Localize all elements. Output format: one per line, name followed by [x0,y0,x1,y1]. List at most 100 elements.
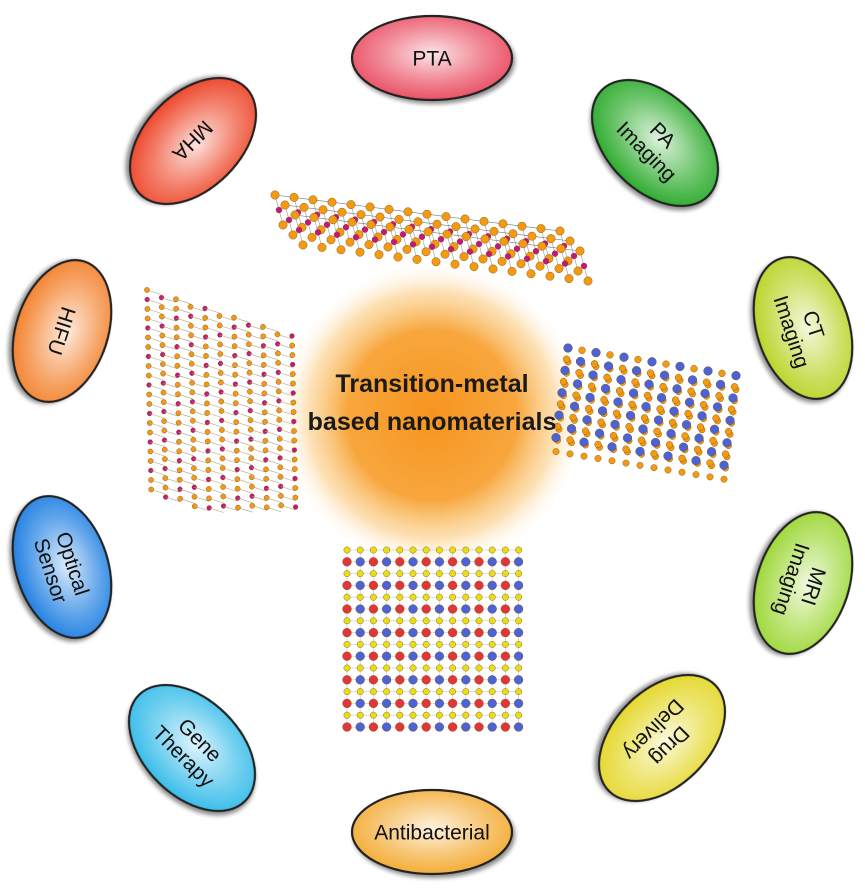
bond [193,449,209,455]
blue-atom [585,392,595,403]
orange-atom [497,256,507,266]
bond [147,327,163,333]
orange-atom [291,456,298,463]
blue-atom [666,429,676,439]
application-ellipses: PTAPAImagingCTImagingMRIImagingDrugDeliv… [11,14,854,876]
red-atom [395,651,405,661]
yellow-atom [501,617,509,625]
magenta-atom [456,238,464,245]
magenta-atom [361,226,369,233]
blue-atom [681,420,692,430]
blue-atom [588,370,598,380]
red-atom [474,698,484,709]
yellow-atom [449,570,456,577]
orange-atom [346,200,356,210]
red-atom [368,580,379,591]
bond [164,449,180,455]
bond [221,410,237,416]
yellow-atom [422,617,430,625]
blue-atom [675,361,685,372]
bond [223,486,238,492]
bond [192,401,208,407]
blue-atom [678,442,689,452]
blue-atom [594,428,605,438]
yellow-atom [449,593,456,601]
blue-atom [647,357,657,367]
orange-atom [374,250,384,260]
orange-atom [366,220,376,230]
red-atom [395,627,405,638]
blue-atom [582,415,592,425]
magenta-atom [399,231,407,238]
orange-atom [441,212,451,222]
magenta-atom [418,233,426,241]
bond [148,365,164,371]
bond [148,375,164,381]
orange-atom [189,389,196,396]
orange-atom [423,227,433,237]
yellow-atom [422,593,430,601]
bond [209,507,224,513]
orange-atom [566,436,574,444]
magenta-atom [295,226,303,234]
magenta-atom [275,206,283,214]
blue-atom [616,375,626,385]
pta-ellipse [350,14,514,102]
orange-atom [609,432,618,440]
yellow-atom [409,688,417,695]
bond [281,505,296,511]
magenta-atom [513,245,521,253]
bond [250,438,266,445]
orange-atom [403,207,413,217]
yellow-atom [396,688,404,695]
orange-atom [559,378,568,386]
bond [251,448,266,454]
blue-atom [461,557,471,567]
magenta-atom [285,216,293,224]
blue-atom [631,366,642,376]
orange-atom [291,437,298,444]
red-atom [474,675,484,685]
yellow-atom [435,711,443,719]
bond [221,420,237,426]
bond [236,421,251,427]
bond [237,507,253,513]
bond [222,467,238,473]
orange-atom [246,360,253,367]
orange-atom [440,249,450,259]
blue-atom [513,604,524,614]
orange-atom [479,216,489,226]
bond [193,468,209,474]
pta-label-line1: PTA [412,48,451,71]
yellow-atom [383,546,390,554]
blue-atom [700,388,710,399]
orange-atom [555,226,565,236]
bond [206,403,222,409]
orange-atom [499,236,509,246]
orange-atom [385,222,395,232]
bond [235,383,250,389]
blue-atom [487,580,497,591]
blue-atom [722,438,732,448]
blue-atom [513,675,524,685]
red-atom [421,698,431,709]
blue-atom [382,627,392,638]
orange-atom [562,355,571,363]
bond [165,468,180,474]
orange-atom [587,382,596,390]
blue-atom [382,698,392,709]
yellow-atom [449,641,456,648]
blue-atom [408,698,418,709]
bond [251,476,267,483]
blue-atom [487,675,497,685]
bond [266,507,282,513]
orange-atom [290,380,296,387]
yellow-atom [369,593,377,601]
bond [248,324,264,331]
orange-atom [706,473,714,481]
bond [193,430,208,436]
bond [205,336,221,342]
blue-atom [572,379,583,389]
bond [221,391,236,397]
